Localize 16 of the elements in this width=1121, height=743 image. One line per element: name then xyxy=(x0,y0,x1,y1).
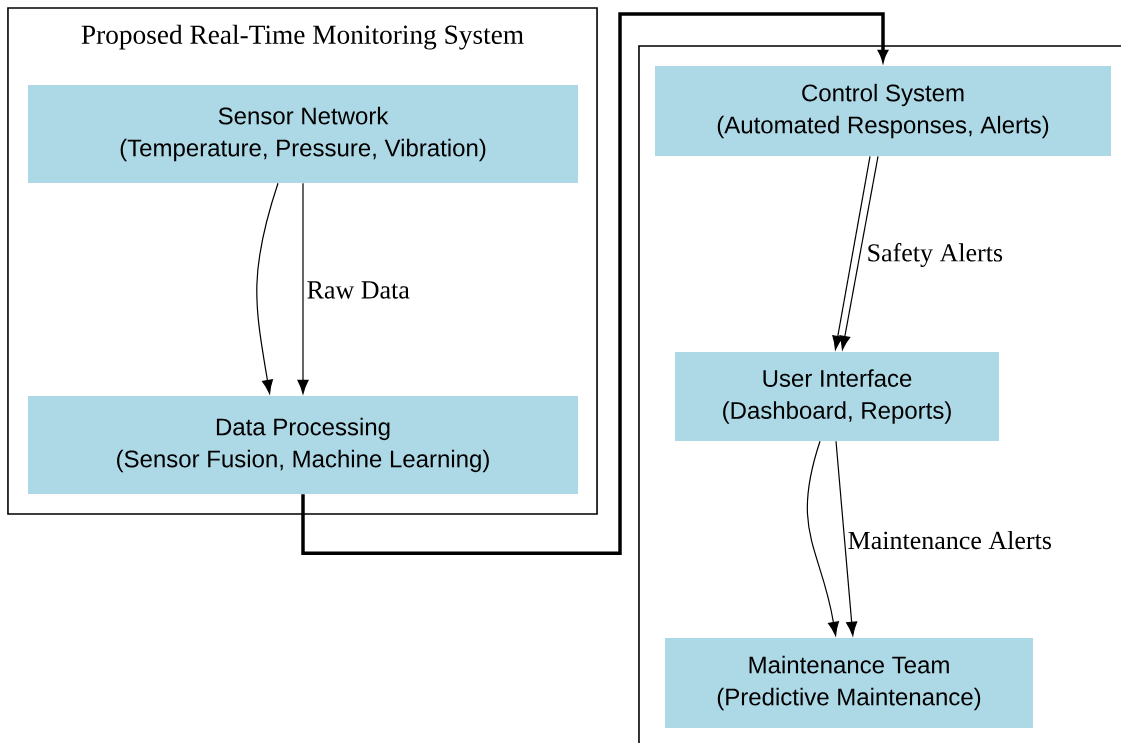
arrow xyxy=(832,155,871,350)
process-box: Control System (Automated Responses, Alerts) xyxy=(655,66,1111,156)
arrow xyxy=(256,182,279,394)
group-frame xyxy=(638,45,1121,743)
process-box: Sensor Network (Temperature, Pressure, Vibration) xyxy=(28,85,578,183)
arrow xyxy=(806,440,839,636)
arrow xyxy=(839,155,879,350)
edge-label: Safety Alerts xyxy=(865,241,1005,269)
process-box: Data Processing (Sensor Fusion, Machine Learning) xyxy=(28,396,578,494)
edge-label: Maintenance Alerts xyxy=(846,529,1054,551)
arrow xyxy=(297,182,309,394)
process-box: User Interface (Dashboard, Reports) xyxy=(675,352,999,442)
edge-label: Raw Data xyxy=(305,280,412,300)
arrow xyxy=(835,440,858,636)
process-box: Maintenance Team (Predictive Maintenance) xyxy=(665,638,1033,728)
arrow xyxy=(301,12,888,555)
